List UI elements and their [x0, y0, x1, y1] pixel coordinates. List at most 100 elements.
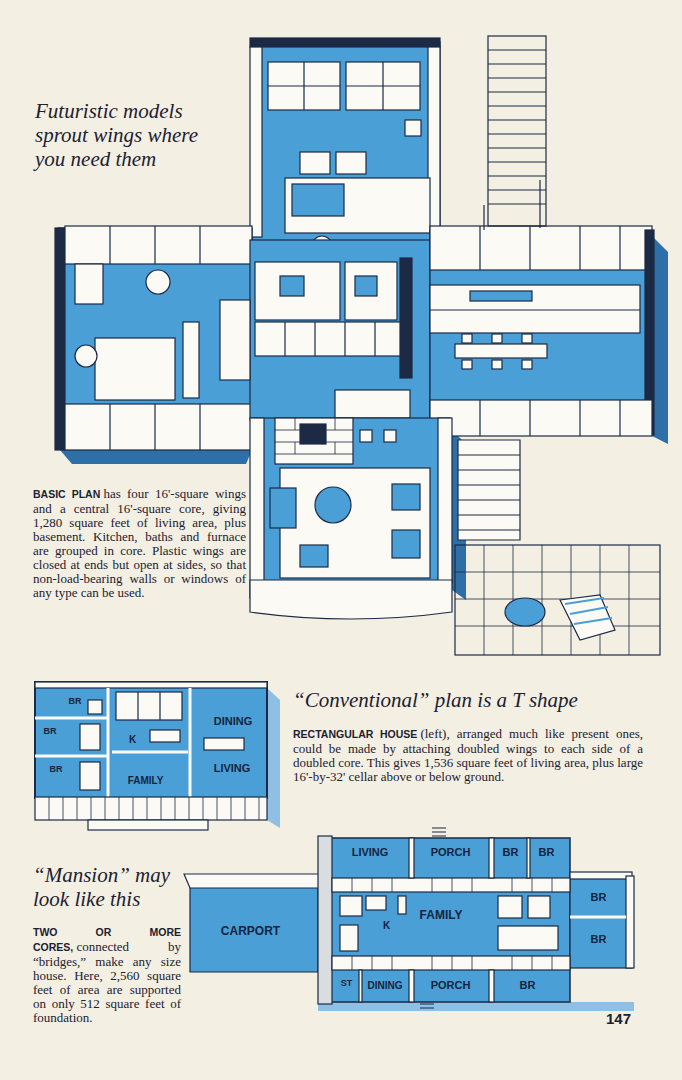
mansion-drawing-part [570, 916, 626, 919]
basic-plan-drawing-part [455, 344, 547, 358]
basic-plan-drawing-part [480, 226, 620, 270]
basic-plan-drawing-part [285, 322, 375, 356]
section-heading: “Mansion” may look like this [33, 863, 170, 911]
room-label-box: PORCH [427, 978, 474, 994]
basic-plan-drawing-part [275, 418, 353, 454]
mansion-drawing-part [489, 970, 494, 1002]
body-text: has four 16'-square wings and a central … [33, 486, 246, 600]
room-label: DINING [367, 980, 403, 991]
basic-plan-drawing-part [492, 360, 502, 369]
basic-plan-drawing-part [430, 309, 640, 310]
mansion-drawing-part [359, 970, 362, 1002]
rectangular-house-drawing-part [35, 682, 267, 798]
mansion-drawing-part [366, 896, 386, 910]
basic-plan-drawing-part [250, 240, 430, 420]
basic-plan-drawing-part [183, 322, 199, 398]
room-label-box: BR [499, 845, 522, 861]
rectangular-house-drawing-part [35, 688, 190, 797]
basic-plan-drawing-part [285, 178, 430, 233]
mansion-drawing-part [570, 876, 632, 968]
basic-plan-drawing-part [470, 291, 532, 301]
room-label-box: BR [65, 696, 85, 709]
basic-plan-drawing-part [55, 228, 65, 450]
basic-plan-drawing-part [438, 418, 452, 583]
room-label: BR [49, 765, 63, 775]
room-label: DINING [213, 715, 253, 727]
basic-plan-drawing-part [392, 530, 420, 558]
room-label: LIVING [213, 762, 251, 774]
room-label-box: BR [40, 726, 60, 739]
room-label: K [128, 734, 137, 745]
mansion-drawing-part [570, 872, 632, 879]
room-label: BR [590, 891, 607, 903]
basic-plan-drawing-part [250, 580, 452, 619]
basic-plan-drawing-part [430, 400, 652, 436]
text-block: RECTANGULAR HOUSE(left), arranged much l… [293, 726, 643, 783]
page-number: 147 [606, 1010, 631, 1027]
basic-plan-drawing-part [565, 598, 612, 624]
mansion-drawing-part [498, 926, 558, 950]
basic-plan-drawing-part [268, 62, 420, 110]
basic-plan-drawing-part [250, 47, 262, 237]
basic-plan-drawing-part [255, 262, 340, 320]
basic-plan-drawing-part [560, 595, 615, 640]
basic-plan-drawing-part [220, 300, 250, 380]
room-label-box: FAMILY [124, 774, 167, 788]
room-label-box: BR [516, 978, 539, 994]
section-heading: “Conventional” plan is a T shape [293, 688, 578, 712]
mansion-drawing-part [489, 838, 494, 878]
mansion-drawing-part [398, 896, 406, 914]
rectangular-house-drawing-part [138, 692, 160, 720]
lead-in: RECTANGULAR HOUSE [293, 728, 417, 740]
room-label: K [382, 920, 391, 931]
room-label-box: LIVING [348, 845, 392, 861]
basic-plan-drawing-part [384, 430, 396, 442]
basic-plan-drawing-part [95, 338, 175, 400]
basic-plan-drawing-part [292, 184, 344, 216]
mansion-drawing-part [409, 838, 414, 878]
mansion-drawing-part [330, 838, 570, 1002]
basic-plan-drawing-part [252, 42, 440, 242]
mansion-drawing-part [318, 836, 332, 1004]
rectangular-house-drawing-part [116, 692, 182, 720]
rectangular-house-drawing-part [80, 724, 100, 750]
rectangular-house-drawing-part [267, 688, 280, 828]
mansion-drawing-part [340, 925, 358, 951]
room-label-box: K [379, 919, 394, 933]
mansion-drawing-part [409, 970, 414, 1002]
basic-plan-drawing-part [492, 334, 502, 343]
mansion-drawing-part [432, 828, 446, 836]
room-label-box: BR [46, 764, 66, 777]
basic-plan-drawing-part [335, 390, 410, 418]
basic-plan-drawing-part [488, 36, 546, 226]
mansion-drawing-part [352, 956, 552, 970]
basic-plan-drawing-part [110, 226, 200, 264]
basic-plan-drawing-part [250, 418, 264, 598]
room-label: BR [502, 846, 519, 858]
room-label: BR [590, 933, 607, 945]
heading-block: Futuristic models sprout wings where you… [35, 100, 213, 172]
room-label-box: ST [337, 978, 356, 991]
rectangular-house-drawing [35, 682, 280, 830]
basic-plan-drawing-part [522, 334, 532, 343]
basic-plan-drawing-part [462, 360, 472, 369]
mansion-drawing [184, 828, 634, 1011]
mansion-drawing-part [498, 896, 522, 918]
basic-plan-drawing-part [252, 418, 450, 593]
basic-plan-drawing-part [522, 360, 532, 369]
mansion-drawing-part [340, 896, 362, 916]
basic-plan-drawing-part [360, 430, 372, 442]
basic-plan-drawing-part [255, 322, 405, 356]
lead-in: BASIC PLAN [33, 488, 100, 500]
room-label: PORCH [430, 846, 471, 858]
room-label: CARPORT [220, 925, 281, 938]
room-label: LIVING [351, 846, 389, 858]
mansion-drawing-part [527, 838, 530, 878]
basic-plan-drawing-part [430, 226, 652, 270]
basic-plan-drawing-part [300, 152, 330, 174]
basic-plan-drawing-part [392, 484, 420, 510]
mansion-drawing-part [184, 874, 320, 888]
basic-plan-drawing-part [430, 285, 640, 333]
room-label-box: BR [535, 845, 558, 861]
basic-plan-drawing-part [60, 450, 252, 464]
